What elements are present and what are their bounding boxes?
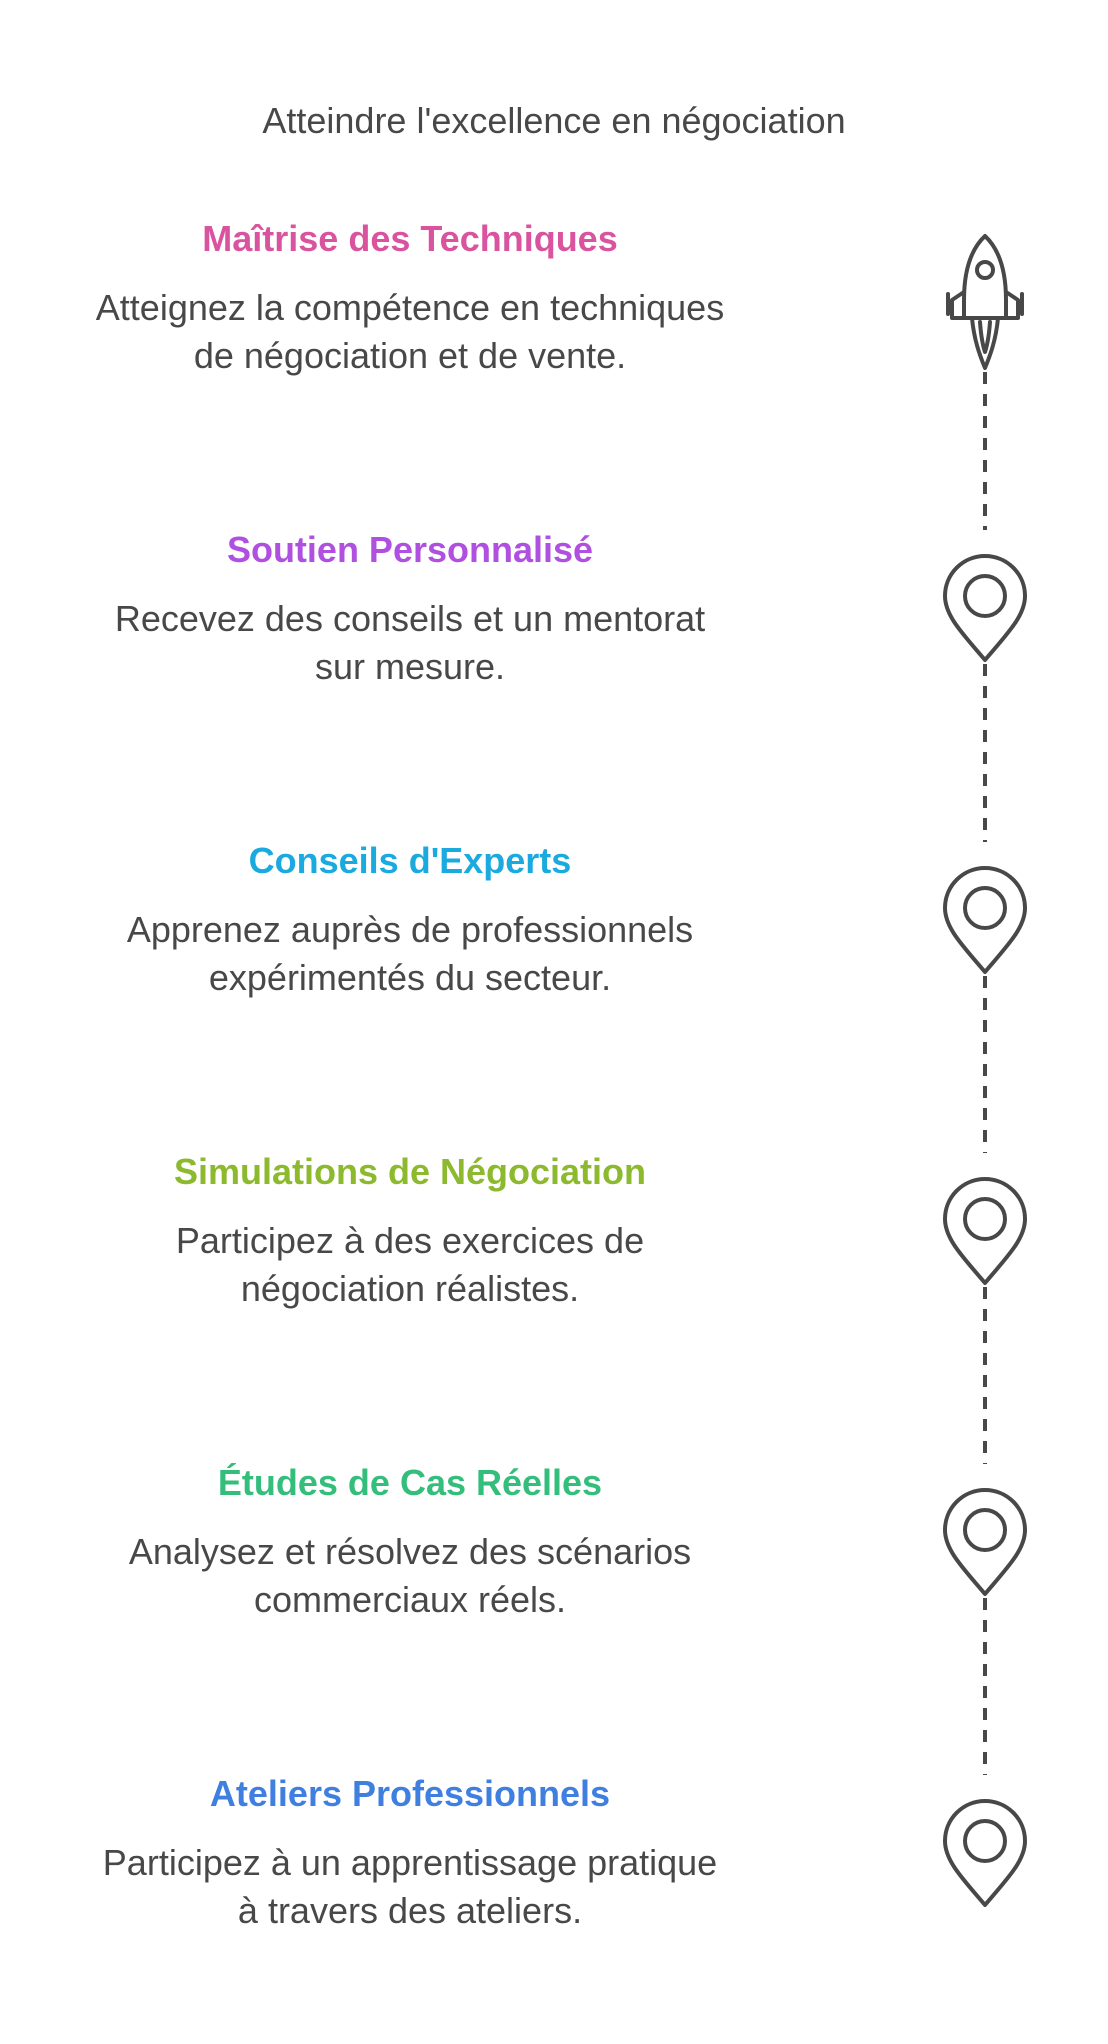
map-pin-icon	[943, 1177, 1027, 1285]
step-description-line: à travers des ateliers.	[237, 1890, 583, 1931]
step-description: Recevez des conseils et un mentorat sur …	[30, 595, 790, 691]
step-description-line: Atteignez la compétence en techniques	[95, 287, 725, 328]
step-techniques: Maîtrise des Techniques Atteignez la com…	[30, 214, 790, 380]
step-description-line: sur mesure.	[314, 646, 506, 687]
map-pin-icon	[943, 866, 1027, 974]
step-etudes: Études de Cas Réelles Analysez et résolv…	[30, 1458, 790, 1624]
step-conseils: Conseils d'Experts Apprenez auprès de pr…	[30, 836, 790, 1002]
step-description-line: Analysez et résolvez des scénarios	[128, 1531, 692, 1572]
step-title: Ateliers Professionnels	[209, 1773, 611, 1814]
step-ateliers: Ateliers Professionnels Participez à un …	[30, 1769, 790, 1935]
step-description-line: Recevez des conseils et un mentorat	[114, 598, 706, 639]
step-title: Simulations de Négociation	[173, 1151, 647, 1192]
map-pin-icon	[943, 1488, 1027, 1596]
step-title: Maîtrise des Techniques	[202, 218, 618, 259]
page-title: Atteindre l'excellence en négociation	[262, 100, 846, 141]
rocket-icon	[946, 234, 1024, 370]
step-description-line: Apprenez auprès de professionnels	[126, 909, 694, 950]
step-description-line: négociation réalistes.	[240, 1268, 580, 1309]
map-pin-icon	[943, 554, 1027, 662]
step-description-line: Participez à des exercices de	[175, 1220, 645, 1261]
step-simulations: Simulations de Négociation Participez à …	[30, 1147, 790, 1313]
step-description: Analysez et résolvez des scénarios comme…	[30, 1528, 790, 1624]
step-description: Atteignez la compétence en techniques de…	[30, 284, 790, 380]
step-description: Participez à un apprentissage pratique à…	[30, 1839, 790, 1935]
step-description-line: commerciaux réels.	[253, 1579, 567, 1620]
step-title: Conseils d'Experts	[248, 840, 572, 881]
map-pin-icon	[943, 1799, 1027, 1907]
step-description-line: expérimentés du secteur.	[208, 957, 612, 998]
step-description-line: de négociation et de vente.	[193, 335, 627, 376]
step-title: Soutien Personnalisé	[226, 529, 594, 570]
step-description: Apprenez auprès de professionnels expéri…	[30, 906, 790, 1002]
step-title: Études de Cas Réelles	[217, 1462, 603, 1503]
step-description: Participez à des exercices de négociatio…	[30, 1217, 790, 1313]
step-soutien: Soutien Personnalisé Recevez des conseil…	[30, 525, 790, 691]
step-description-line: Participez à un apprentissage pratique	[102, 1842, 718, 1883]
